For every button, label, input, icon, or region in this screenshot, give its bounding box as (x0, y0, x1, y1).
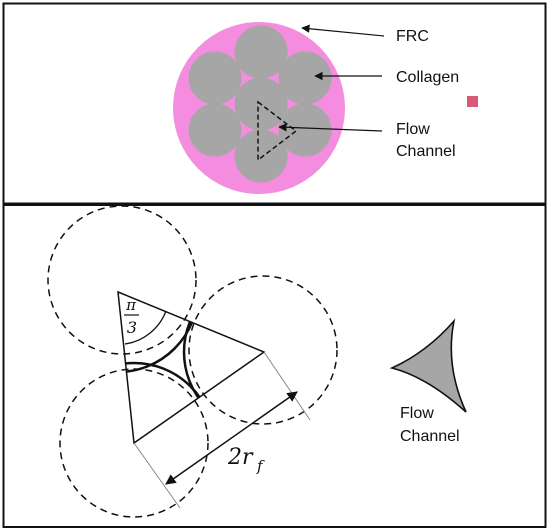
top-panel-frame (2, 2, 547, 205)
flow-channel-triangle (257, 100, 298, 162)
flow-channel-pointer-arrow (278, 123, 383, 132)
angle-label-numerator: π (125, 296, 137, 314)
collagen-fiber (278, 103, 332, 157)
dimension-extension-line (133, 442, 181, 509)
collagen-fiber (278, 51, 332, 105)
flow-channel-label-line2: Channel (396, 143, 456, 160)
collagen-fiber (188, 103, 242, 157)
flow-channel-caption-line1: Flow (400, 405, 434, 422)
bottom-panel-frame (2, 204, 547, 528)
dimension-arrow (165, 391, 298, 485)
fiber-outline-circle (188, 275, 338, 425)
channel-boundary-arcs (118, 292, 264, 443)
collagen-fiber (188, 51, 242, 105)
scale-marker (467, 96, 478, 107)
collagen-fiber (234, 25, 288, 79)
flow-channel-shape (389, 318, 467, 413)
frc-label: FRC (396, 28, 429, 45)
flow-channel-caption-line2: Channel (400, 428, 460, 445)
dimension-extension-line (263, 351, 311, 421)
dimension-label-subscript: f (256, 457, 265, 475)
fiber-outline-circle (47, 205, 197, 355)
collagen-fiber (234, 129, 288, 183)
dimension-label: 2r (227, 445, 254, 470)
collagen-bundle (188, 25, 332, 183)
flow-channel-label-line1: Flow (396, 121, 430, 138)
angle-arc (124, 310, 167, 345)
channel-arc (118, 361, 216, 443)
bottom-panel: π 3 2r f Flow Channel (47, 205, 467, 518)
angle-label-denominator: 3 (127, 318, 137, 337)
top-panel: FRC Collagen Flow Channel (173, 22, 478, 194)
collagen-label: Collagen (396, 69, 459, 86)
frc-pointer-arrow (301, 24, 385, 37)
channel-arc (182, 292, 264, 434)
